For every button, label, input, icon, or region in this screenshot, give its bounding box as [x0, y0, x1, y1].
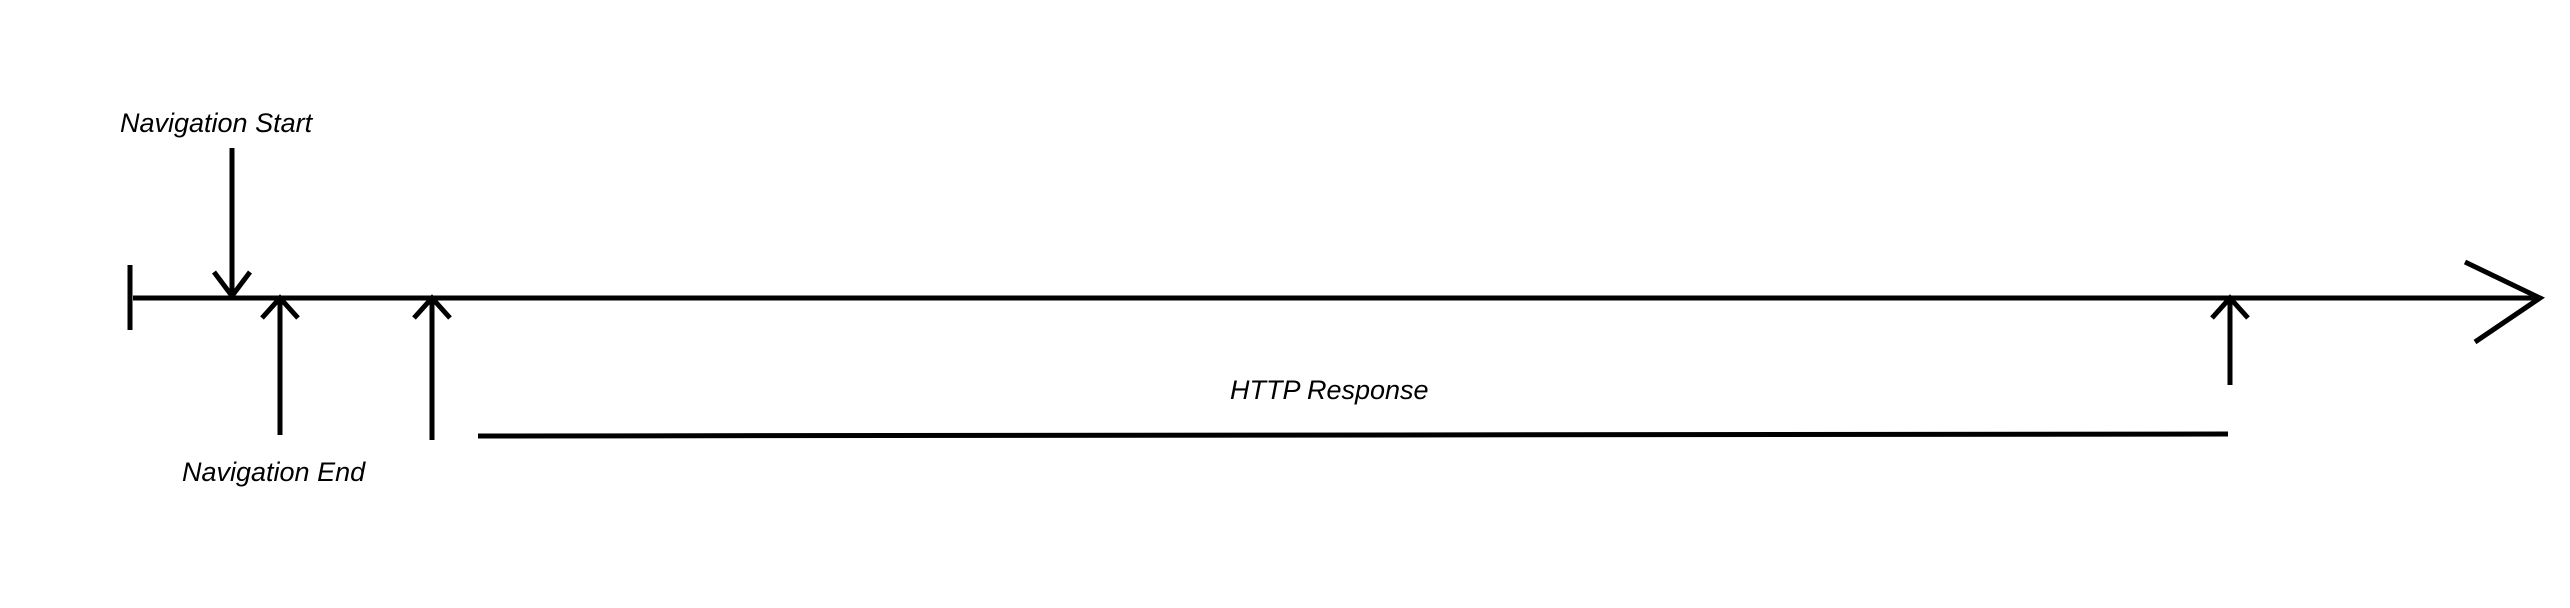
http-response-label: HTTP Response [1230, 375, 1429, 405]
navigation-start-arrowhead [212, 270, 252, 301]
timeline-arrowhead [2463, 259, 2546, 345]
http-response-start-arrowhead [412, 294, 452, 320]
navigation-end-arrowhead [260, 294, 300, 320]
navigation-end-label: Navigation End [182, 457, 366, 487]
navigation-start-label: Navigation Start [120, 108, 314, 138]
http-response-end-arrowhead [2210, 294, 2250, 320]
http-response-span-bar [477, 431, 2229, 439]
